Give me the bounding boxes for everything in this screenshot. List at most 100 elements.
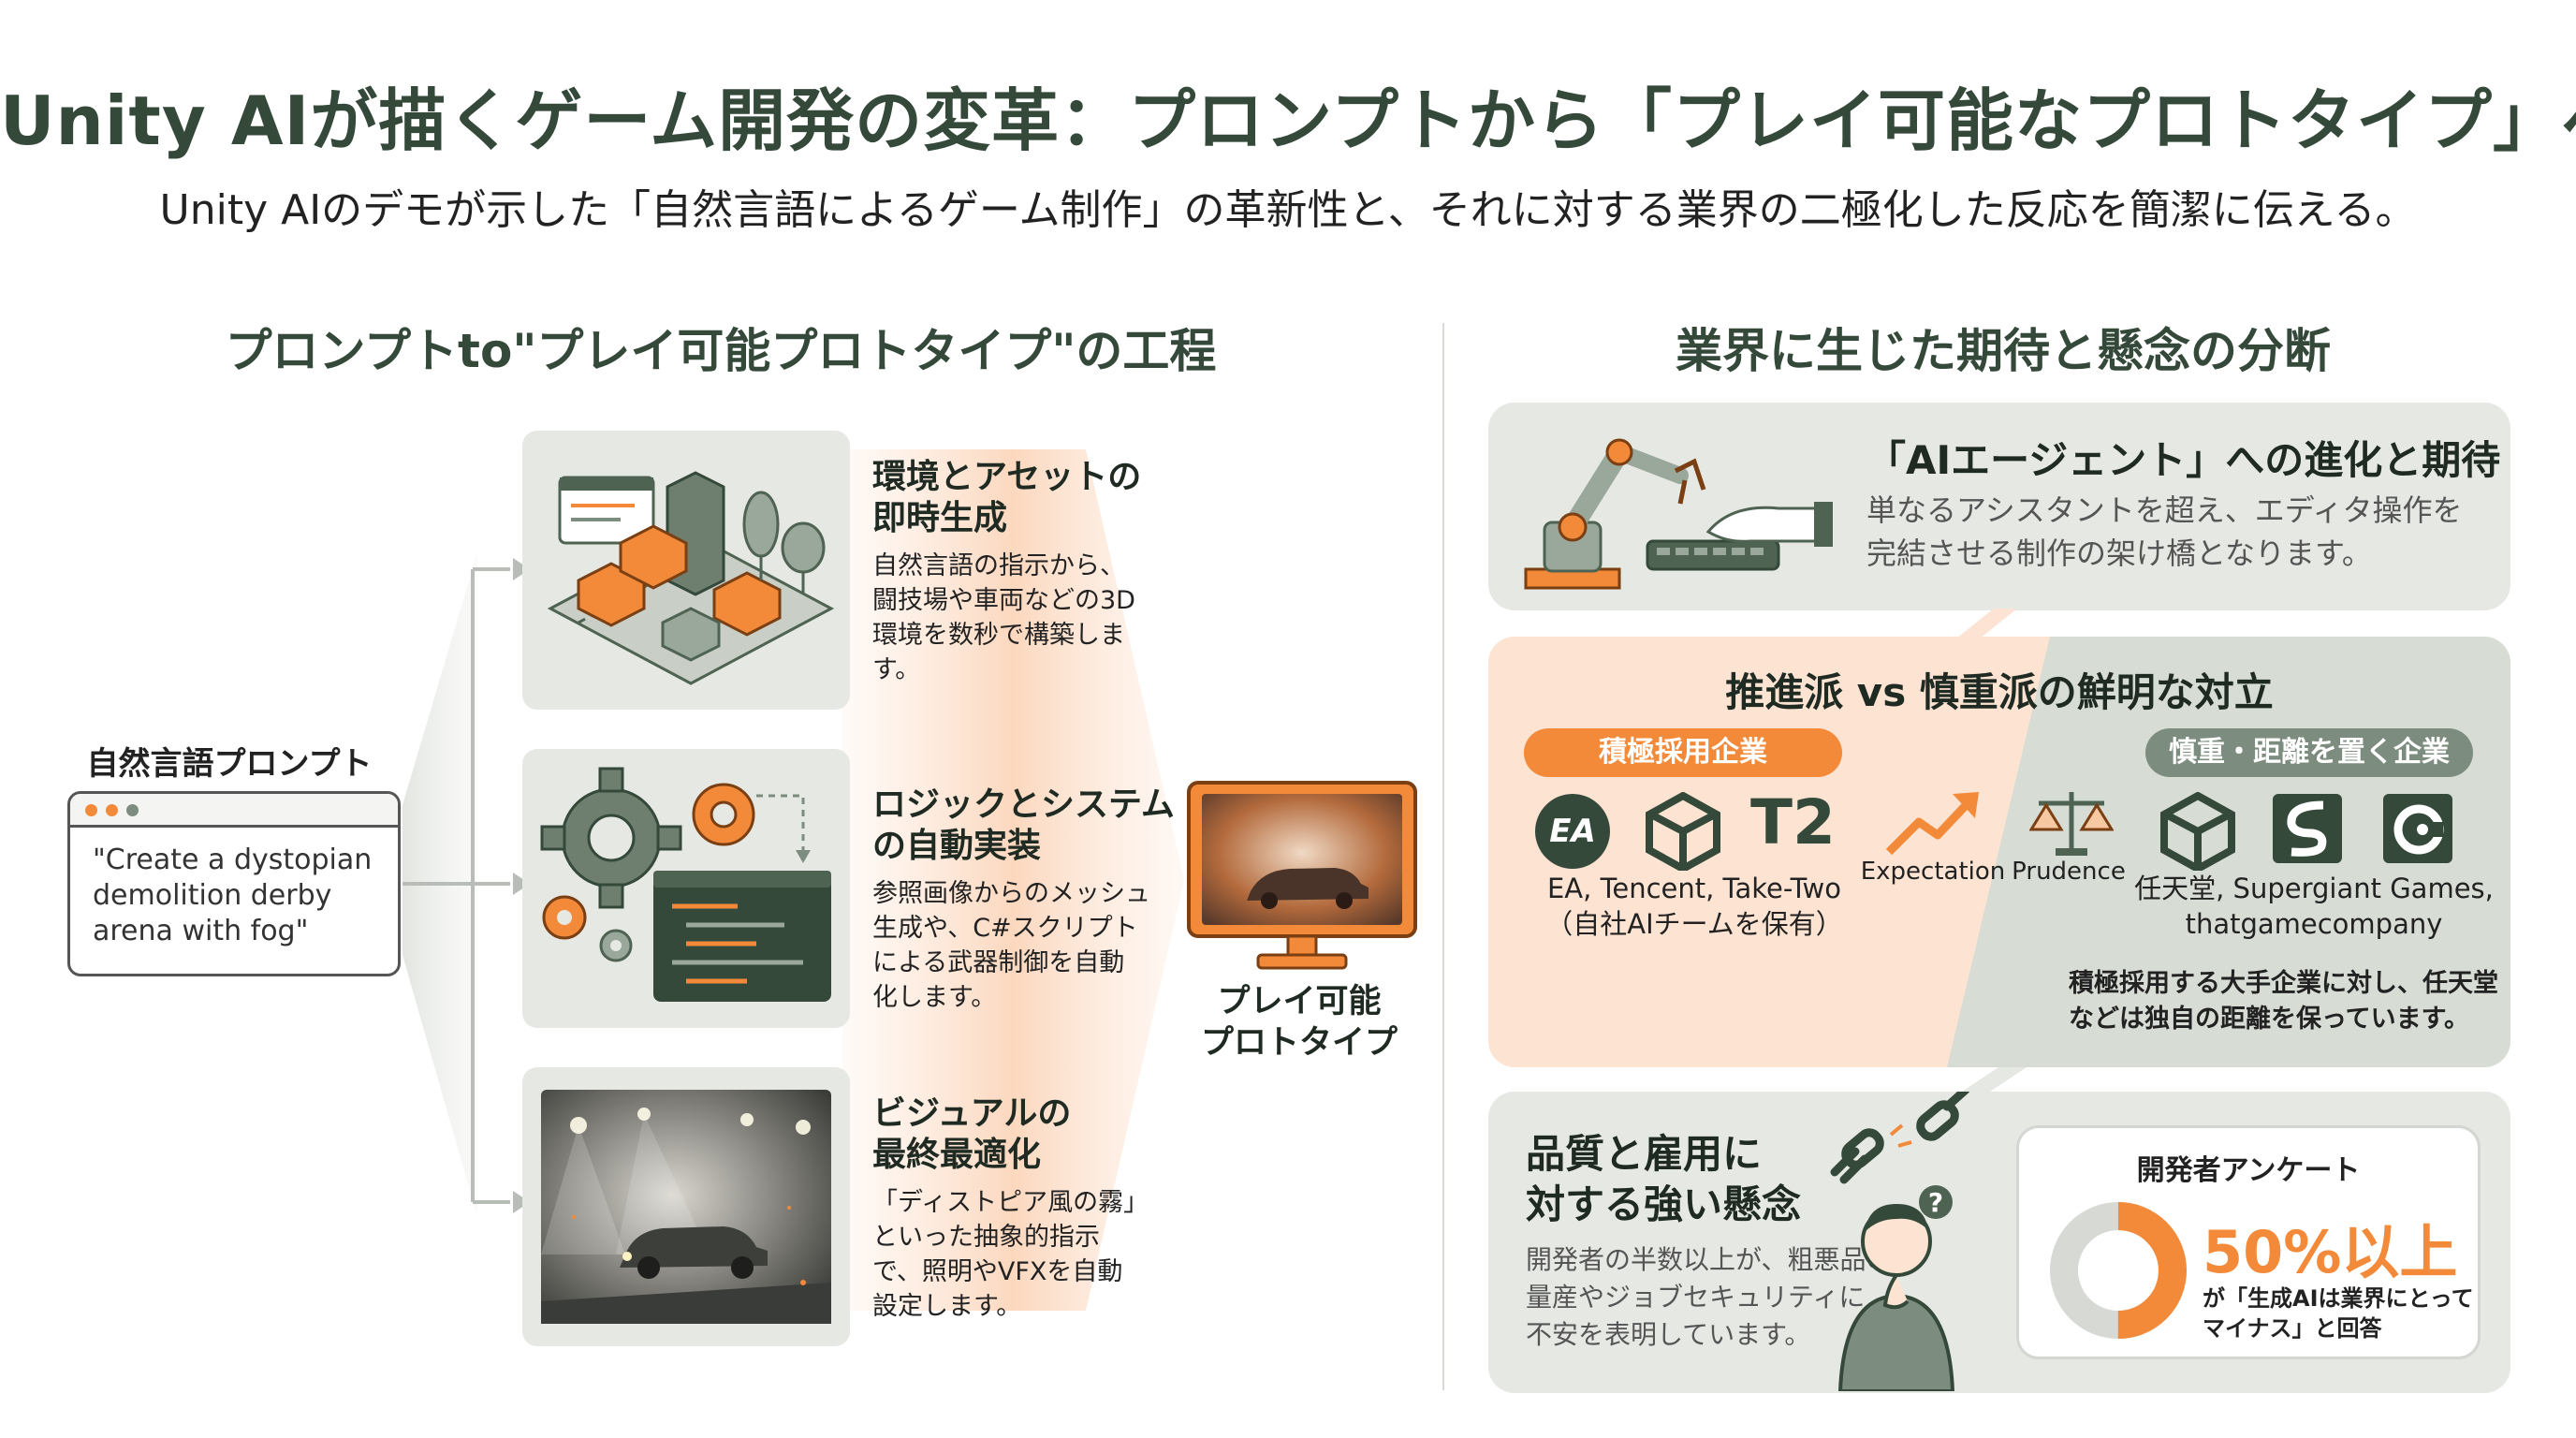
step-desc-line: 環境を数秒で構築しま [872, 621, 1125, 650]
step-illustration-environment [522, 431, 850, 710]
company-line: 任天堂, Supergiant Games, [2134, 873, 2494, 904]
survey-donut-arc [2050, 1202, 2187, 1339]
concern-panel-title: 品質と雇用に 対する強い懸念 [1526, 1129, 1801, 1230]
page-title: Unity AIが描くゲーム開発の変革：プロンプトから「プレイ可能なプロトタイプ… [0, 81, 2576, 160]
concern-title-line: 対する強い懸念 [1526, 1181, 1802, 1227]
flow-diagram-background [402, 449, 1184, 1311]
agent-panel-title: 「AIエージェント」への進化と期待 [1866, 437, 2501, 483]
unity-logo-icon [1646, 792, 1720, 871]
step-desc-line: す。 [872, 655, 921, 684]
concern-text-line: 不安を表明しています。 [1526, 1319, 1811, 1350]
window-dot-icon [126, 804, 139, 816]
step-3-text: ビジュアルの 最終最適化 「ディストピア風の霧」 といった抽象的指示 で、照明や… [872, 1093, 1149, 1324]
prototype-label-line: プレイ可能 [1217, 983, 1382, 1020]
company-line: （自社AIチームを保有） [1545, 908, 1843, 940]
expectation-label: Expectation [1860, 858, 2006, 886]
survey-donut-chart [2050, 1202, 2187, 1339]
split-panel-note: 積極採用する大手企業に対し、任天堂 などは独自の距離を保っています。 [2069, 966, 2498, 1037]
aggressive-companies-list: EA, Tencent, Take-Two （自社AIチームを保有） [1516, 871, 1872, 942]
broken-chain-icon [1830, 1092, 1970, 1184]
right-section-heading: 業界に生じた期待と懸念の分断 [1676, 324, 2331, 378]
unity-logo-icon [2160, 792, 2235, 871]
panel-connector [1956, 1067, 2027, 1095]
step-2-text: ロジックとシステム の自動実装 参照画像からのメッシュ 生成や、C#スクリプト … [872, 785, 1175, 1015]
prompt-text: "Create a dystopian demolition derby are… [70, 828, 398, 964]
prompt-window-titlebar [70, 794, 398, 828]
prototype-label-line: プロトタイプ [1200, 1024, 1398, 1062]
survey-caption-line: が「生成AIは業界にとって [2203, 1285, 2474, 1312]
split-panel-title: 推進派 vs 慎重派の鮮明な対立 [1725, 669, 2274, 715]
section-divider [1442, 323, 1444, 1390]
step-desc-line: 化します。 [872, 983, 997, 1012]
svg-text:?: ? [1928, 1187, 1943, 1218]
step-desc-line: 生成や、C#スクリプト [872, 914, 1138, 943]
survey-percentage: 50%以上 [2203, 1218, 2458, 1286]
quality-concern-panel: 品質と雇用に 対する強い懸念 開発者の半数以上が、粗悪品の 量産やジョブセキュリ… [1488, 1092, 2510, 1393]
company-line: thatgamecompany [2185, 908, 2443, 940]
cautious-companies-list: 任天堂, Supergiant Games, thatgamecompany [2127, 871, 2501, 942]
step-illustration-visual [522, 1067, 850, 1346]
step-3-description: 「ディストピア風の霧」 といった抽象的指示 で、照明やVFXを自動 設定します。 [872, 1185, 1149, 1324]
stance-split-panel: 推進派 vs 慎重派の鮮明な対立 積極採用企業 慎重・距離を置く企業 EA T2… [1488, 637, 2510, 1067]
ea-logo: EA [1535, 794, 1610, 869]
concern-text-line: 開発者の半数以上が、粗悪品の [1526, 1244, 1893, 1275]
prompt-line: arena with fog" [93, 915, 309, 947]
company-line: EA, Tencent, Take-Two [1546, 873, 1842, 904]
flow-connectors [402, 567, 510, 1204]
worried-developer-icon: ? [1837, 1185, 1955, 1391]
step-title-line: 最終最適化 [872, 1136, 1042, 1174]
agent-panel-text-line: 単なるアシスタントを超え、エディタ操作を [1866, 492, 2463, 528]
step-desc-line: による武器制御を自動 [872, 948, 1125, 977]
survey-caption-line: マイナス」と回答 [2203, 1315, 2382, 1342]
step-title-line: 環境とアセットの [872, 458, 1142, 496]
t2-logo: T2 [1750, 786, 1836, 858]
balance-scale-icon [2029, 792, 2114, 856]
robot-arm-keyboard-icon [1524, 438, 1833, 590]
concern-title-line: 品質と雇用に [1526, 1131, 1763, 1177]
step-title-line: ロジックとシステム [872, 785, 1175, 824]
window-dot-icon [85, 804, 97, 816]
step-title-line: 即時生成 [872, 499, 1008, 537]
step-1-text: 環境とアセットの 即時生成 自然言語の指示から、 闘技場や車両などの3D 環境を… [872, 457, 1141, 687]
step-title-line: の自動実装 [872, 827, 1042, 865]
isometric-scene-icon [547, 471, 835, 685]
window-dot-icon [106, 804, 118, 816]
agent-evolution-panel: 「AIエージェント」への進化と期待 単なるアシスタントを超え、エディタ操作を 完… [1488, 403, 2510, 610]
step-desc-line: 闘技場や車両などの3D [872, 586, 1135, 615]
step-2-title: ロジックとシステム の自動実装 [872, 785, 1175, 867]
foggy-arena-scene-image [541, 1090, 831, 1324]
step-desc-line: 自然言語の指示から、 [872, 551, 1125, 580]
prompt-label: 自然言語プロンプト [86, 745, 373, 783]
step-desc-line: 参照画像からのメッシュ [872, 879, 1150, 908]
monitor-icon [1187, 781, 1417, 970]
step-1-description: 自然言語の指示から、 闘技場や車両などの3D 環境を数秒で構築しま す。 [872, 549, 1141, 687]
step-desc-line: 設定します。 [872, 1292, 1022, 1321]
step-2-description: 参照画像からのメッシュ 生成や、C#スクリプト による武器制御を自動 化します。 [872, 876, 1175, 1015]
prudence-label: Prudence [2012, 858, 2126, 886]
step-desc-line: 「ディストピア風の霧」 [872, 1188, 1149, 1217]
note-line: 積極採用する大手企業に対し、任天堂 [2069, 969, 2498, 998]
step-desc-line: といった抽象的指示 [872, 1223, 1100, 1252]
supergiant-logo-icon [2273, 794, 2342, 863]
survey-title: 開発者アンケート [2136, 1154, 2361, 1187]
prompt-line: demolition derby [93, 879, 332, 912]
note-line: などは独自の距離を保っています。 [2069, 1005, 2469, 1034]
prompt-line: "Create a dystopian [93, 844, 373, 876]
step-3-title: ビジュアルの 最終最適化 [872, 1093, 1149, 1176]
step-title-line: ビジュアルの [872, 1094, 1072, 1133]
agent-panel-text: 単なるアシスタントを超え、エディタ操作を 完結させる制作の架け橋となります。 [1866, 489, 2462, 575]
orange-glow [842, 449, 1184, 1311]
cautious-companies-badge: 慎重・距離を置く企業 [2145, 728, 2473, 777]
developer-survey-card: 開発者アンケート 50%以上 が「生成AIは業界にとって マイナス」と回答 [2016, 1125, 2481, 1359]
survey-caption: が「生成AIは業界にとって マイナス」と回答 [2203, 1284, 2474, 1343]
step-desc-line: で、照明やVFXを自動 [872, 1257, 1123, 1286]
page-subtitle: Unity AIのデモが示した「自然言語によるゲーム制作」の革新性と、それに対す… [159, 186, 2417, 234]
concern-panel-text: 開発者の半数以上が、粗悪品の 量産やジョブセキュリティに 不安を表明しています。 [1526, 1241, 1892, 1354]
flow-arrowheads [513, 558, 530, 1213]
gears-and-code-icon [540, 767, 831, 1002]
left-section-heading: プロンプトto"プレイ可能プロトタイプ"の工程 [225, 324, 1217, 378]
trend-up-arrow-icon [1885, 792, 1979, 856]
step-illustration-logic [522, 749, 850, 1028]
prototype-label: プレイ可能 プロトタイプ [1187, 981, 1412, 1064]
thatgamecompany-logo-icon [2383, 794, 2452, 863]
